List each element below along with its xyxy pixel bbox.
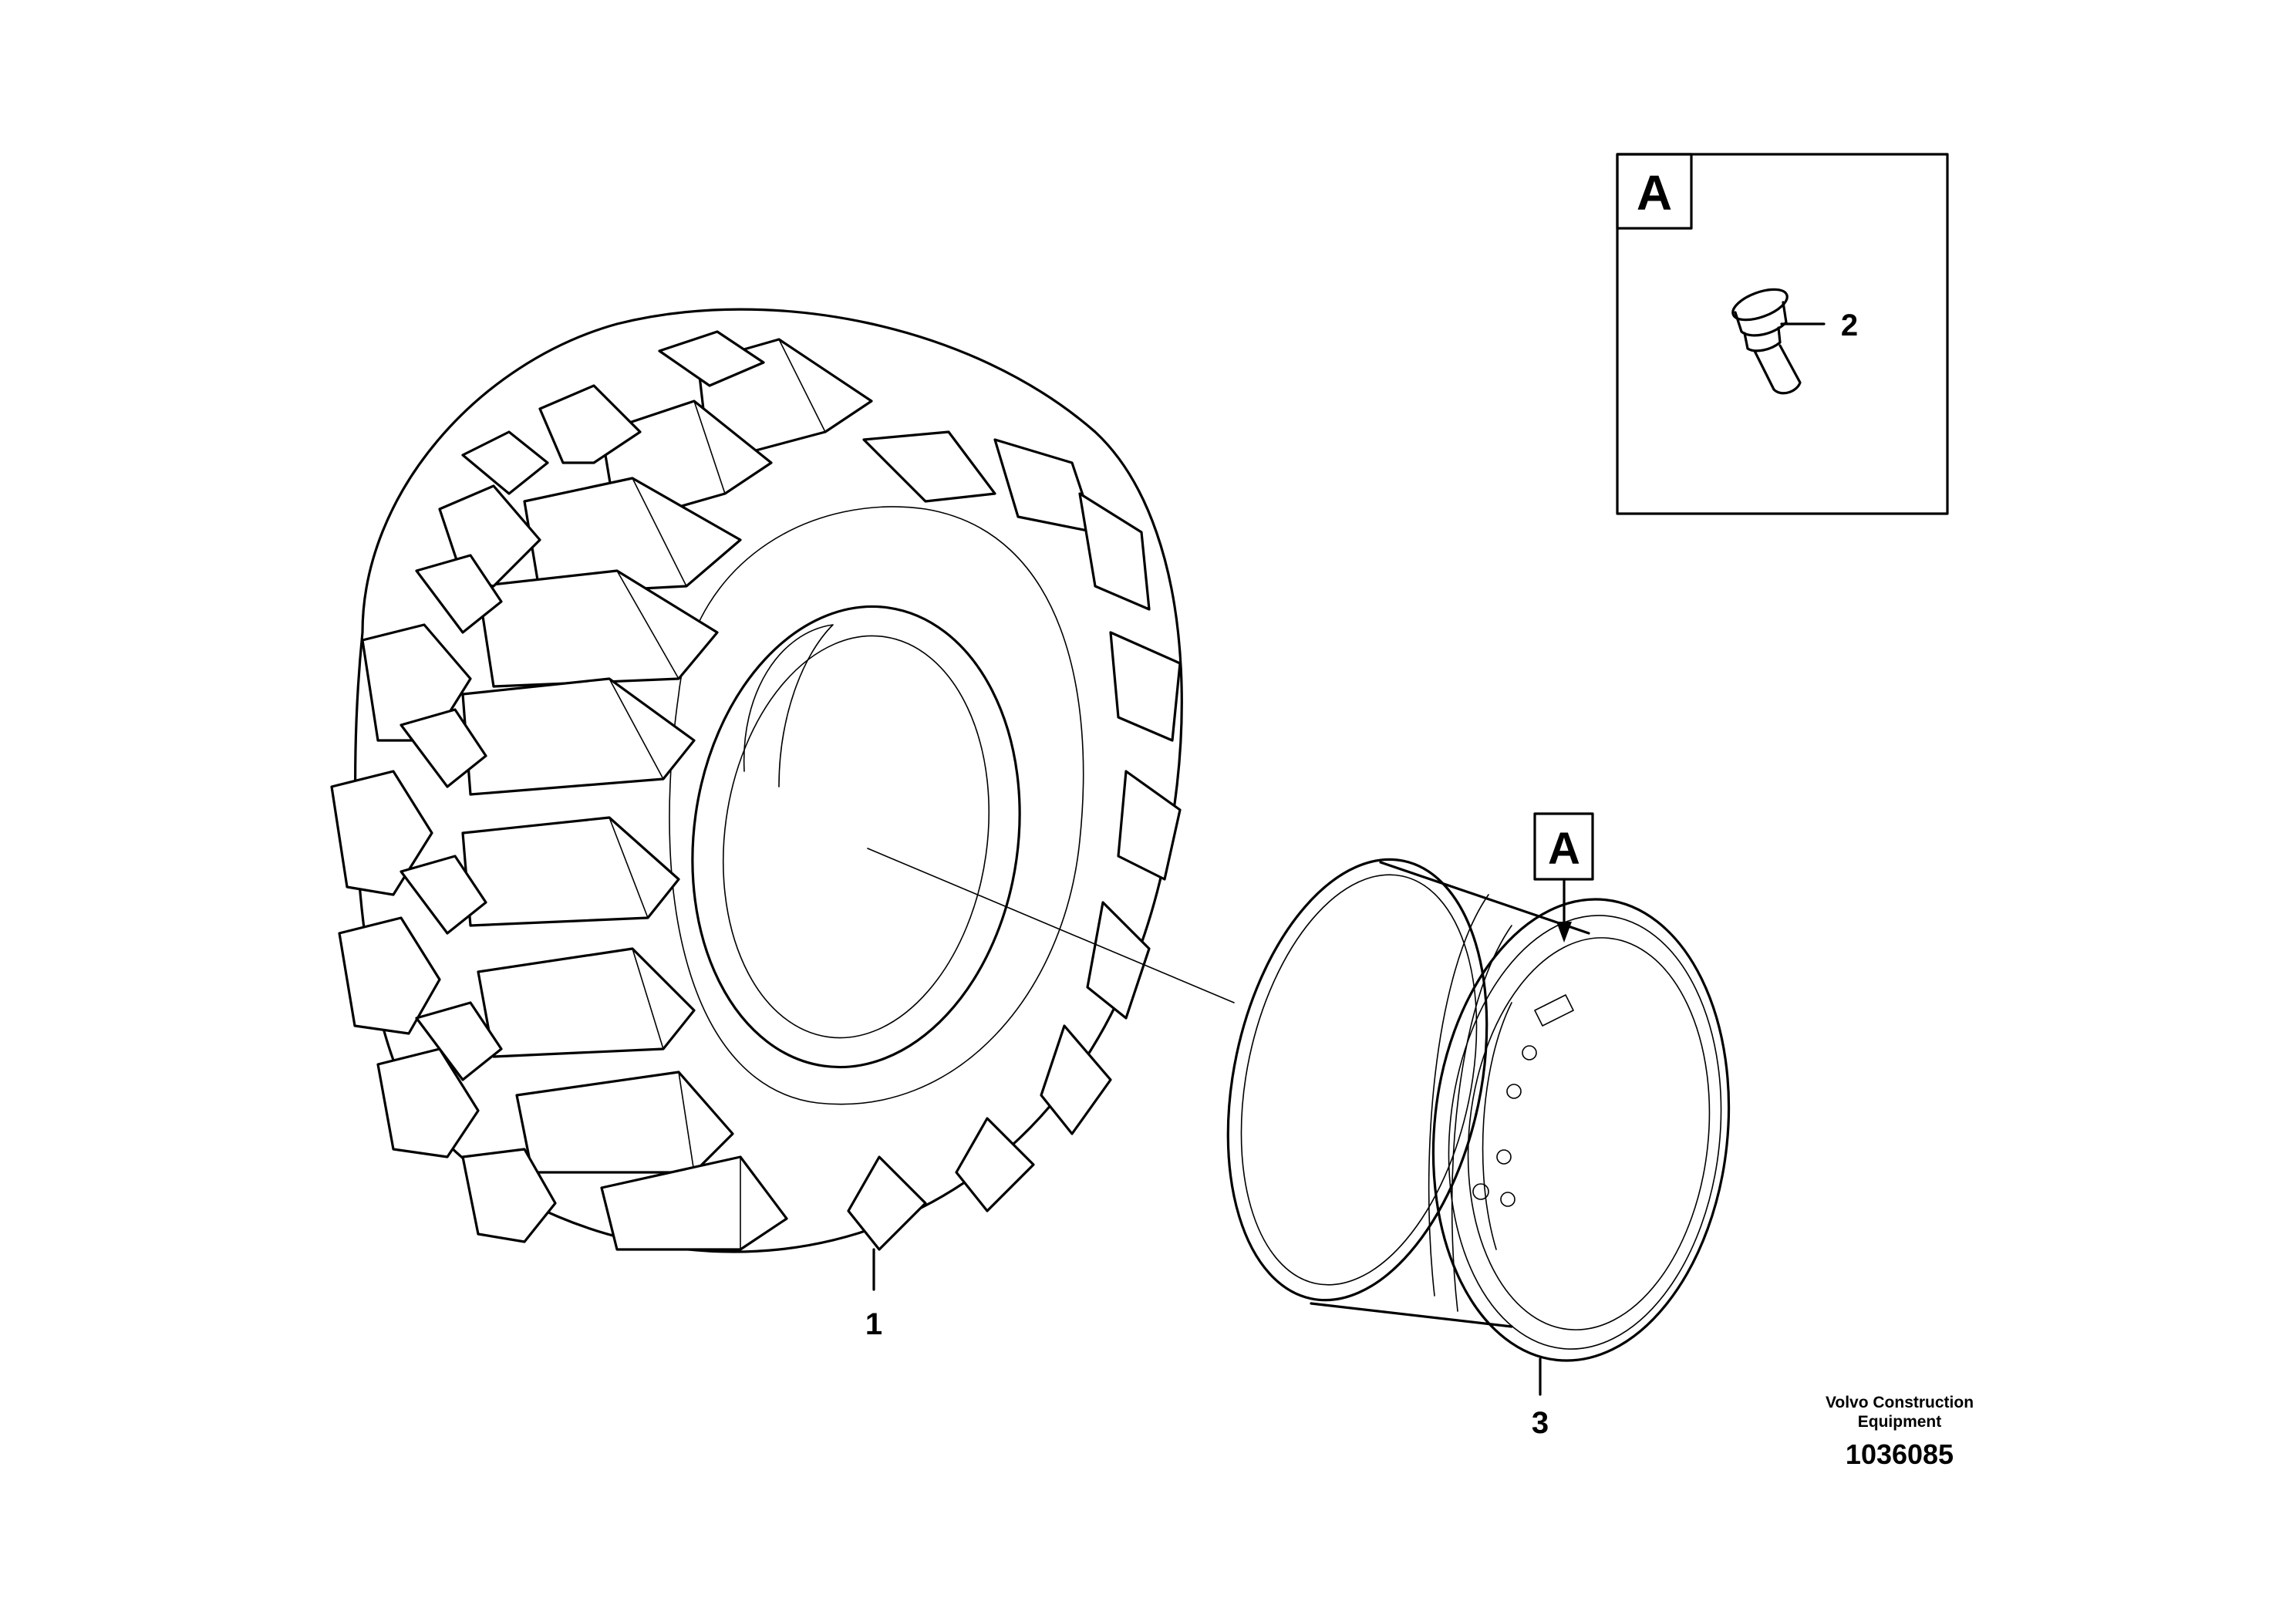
detail-view-letter: A (1637, 165, 1672, 221)
rim-view-marker: A (1533, 812, 1594, 943)
company-name-line1: Volvo Construction (1826, 1394, 1974, 1411)
assembly-leader-line (867, 848, 1235, 1003)
rim (1226, 858, 1731, 1362)
callout-3: 3 (1532, 1406, 1549, 1440)
tread-profile (330, 330, 765, 1243)
drawing-number: 1036085 (1846, 1438, 1954, 1470)
valve-stem (1731, 288, 1802, 395)
callout-2: 2 (1841, 309, 1858, 342)
title-block: Volvo Construction Equipment 1036085 (1826, 1394, 1974, 1470)
company-name-line2: Equipment (1858, 1413, 1942, 1431)
tire (330, 308, 1183, 1253)
tread-lugs (461, 338, 1182, 1251)
view-marker-letter: A (1548, 824, 1580, 874)
callout-1: 1 (865, 1307, 882, 1341)
detail-view-box: A (1616, 153, 1949, 515)
